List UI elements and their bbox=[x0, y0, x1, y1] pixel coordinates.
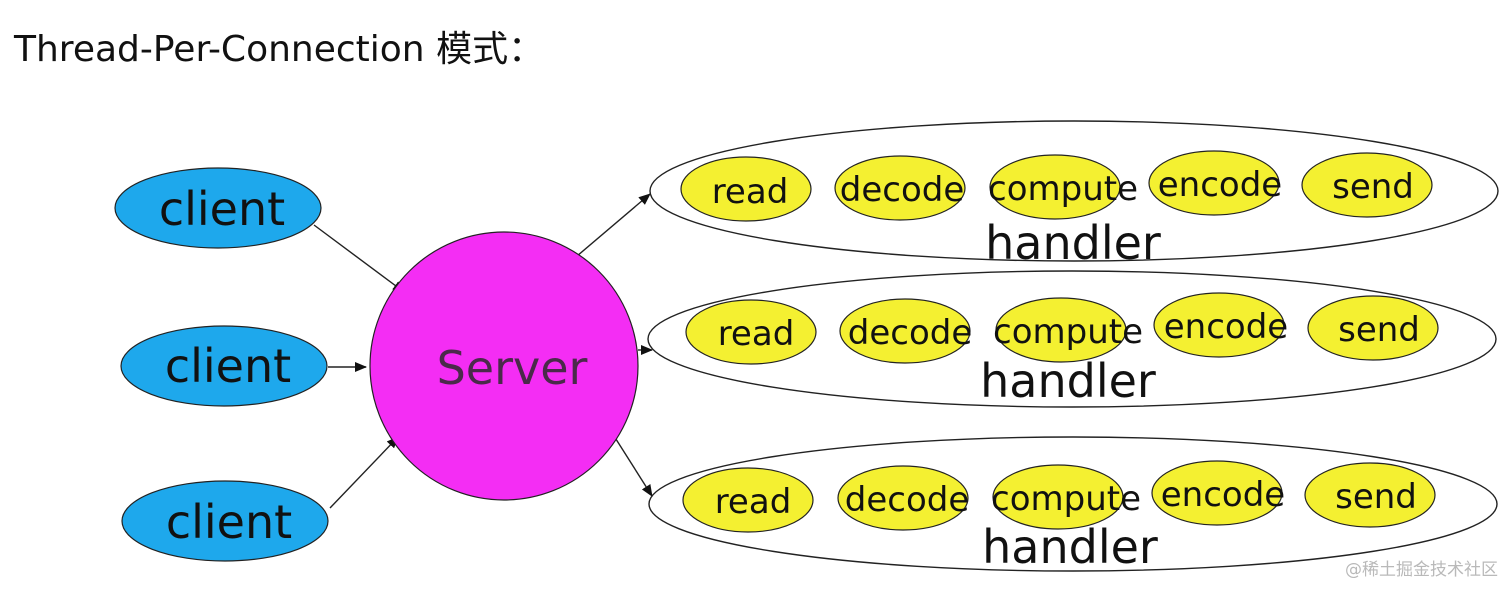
step-label: compute bbox=[993, 312, 1143, 352]
step-label: send bbox=[1338, 310, 1420, 350]
step-label: send bbox=[1335, 477, 1417, 517]
step-ellipse bbox=[1304, 462, 1436, 528]
step-ellipse bbox=[1151, 460, 1283, 526]
step-label: decode bbox=[840, 170, 965, 210]
step-ellipse bbox=[680, 156, 812, 222]
step-ellipse bbox=[1153, 292, 1285, 358]
client-node-3: client bbox=[121, 480, 329, 562]
step-ellipse bbox=[837, 465, 969, 531]
server-label: Server bbox=[437, 341, 588, 395]
handler-outline bbox=[648, 436, 1498, 572]
step-ellipse bbox=[839, 298, 971, 364]
step-label: encode bbox=[1164, 307, 1288, 347]
server-node: Server bbox=[369, 231, 639, 501]
step-ellipse bbox=[992, 464, 1124, 530]
step-label: decode bbox=[848, 313, 973, 353]
step-label: encode bbox=[1161, 475, 1285, 515]
step-label: compute bbox=[988, 169, 1138, 209]
handler-label: handler bbox=[980, 354, 1156, 408]
arrow-client1-to-server bbox=[313, 224, 405, 293]
arrow-server-to-handler1 bbox=[569, 193, 651, 263]
client-label: client bbox=[159, 182, 285, 236]
step-ellipse bbox=[685, 299, 817, 365]
watermark-text: @稀土掘金技术社区 bbox=[1345, 560, 1498, 580]
step-ellipse bbox=[1148, 150, 1280, 216]
step-ellipse bbox=[834, 155, 966, 221]
step-label: decode bbox=[845, 480, 970, 520]
step-label: read bbox=[715, 482, 792, 522]
step-label: encode bbox=[1158, 165, 1282, 205]
step-ellipse bbox=[995, 297, 1127, 363]
step-ellipse bbox=[682, 467, 814, 533]
handler-group-1: read decode compute encode send handler bbox=[649, 120, 1499, 270]
step-label: send bbox=[1332, 167, 1414, 207]
handler-outline bbox=[649, 120, 1499, 262]
step-label: compute bbox=[991, 479, 1141, 519]
handler-group-3: read decode compute encode send handler bbox=[648, 436, 1498, 574]
step-label: read bbox=[718, 314, 795, 354]
arrow-client3-to-server bbox=[329, 436, 399, 509]
page-title: Thread-Per-Connection 模式： bbox=[14, 29, 545, 70]
client-label: client bbox=[166, 495, 292, 549]
step-ellipse bbox=[1307, 295, 1439, 361]
handler-outline bbox=[647, 270, 1497, 408]
step-label: read bbox=[712, 172, 789, 212]
arrow-server-to-handler3 bbox=[613, 435, 653, 497]
step-ellipse bbox=[1301, 152, 1433, 218]
client-node-1: client bbox=[114, 167, 322, 249]
handler-label: handler bbox=[982, 520, 1158, 574]
client-label: client bbox=[165, 339, 291, 393]
client-node-2: client bbox=[120, 325, 328, 407]
handler-group-2: read decode compute encode send handler bbox=[647, 270, 1497, 408]
handler-label: handler bbox=[985, 216, 1161, 270]
step-ellipse bbox=[989, 154, 1121, 220]
